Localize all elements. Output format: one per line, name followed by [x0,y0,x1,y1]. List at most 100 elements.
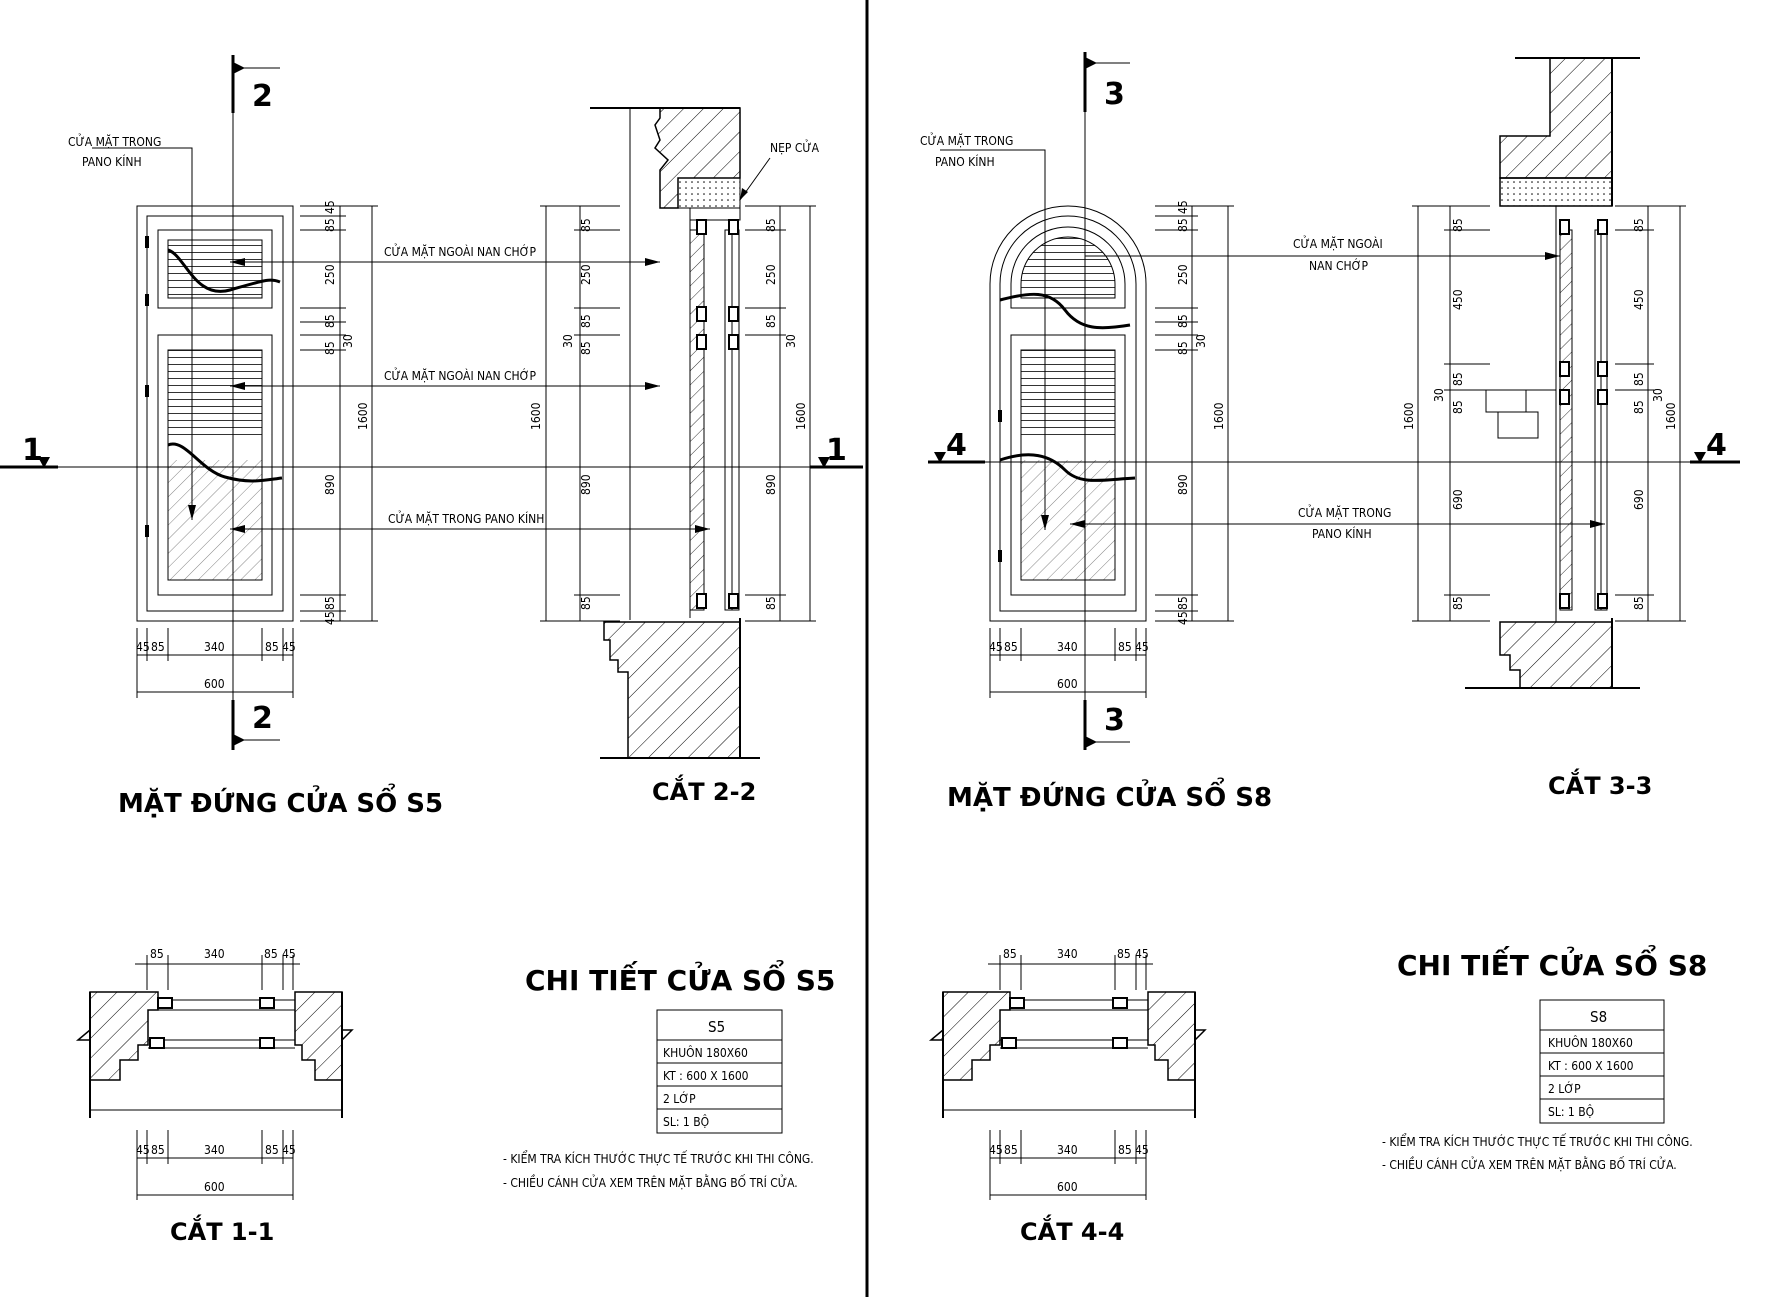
s8-s33-rdim-450: 450 [1632,289,1646,310]
s8-s44-bot-45a: 45 [989,1143,1003,1157]
s5-dim-85d: 85 [323,596,337,610]
s8-section-marker-right: 4 [1706,428,1727,463]
s5-s22-dim-85a: 85 [579,218,593,232]
s5-section-11: 85 340 85 45 45 85 340 85 45 600 CẮT 1-1 [75,947,354,1246]
s8-s33-dim-85c: 85 [1451,400,1465,414]
s8-s33-dim-85b: 85 [1451,372,1465,386]
s8-dim-h45b: 45 [1135,640,1149,654]
s5-detail-title: CHI TIẾT CỬA SỔ S5 [525,957,835,997]
s8-note-1: - KIỂM TRA KÍCH THƯỚC THỰC TẾ TRƯỚC KHI … [1382,1133,1693,1149]
s5-dim-85c: 85 [323,341,337,355]
s8-dim-h600: 600 [1057,677,1078,691]
s5-dim-85a: 85 [323,218,337,232]
s5-dim-890: 890 [323,474,337,495]
s5-label-inner-glass-1: CỬA MẶT TRONG [68,133,161,149]
s8-dim-h340: 340 [1057,640,1078,654]
s5-s22-dim-85c: 85 [579,341,593,355]
s8-elevation-title: MẶT ĐỨNG CỬA SỔ S8 [947,775,1272,813]
s5-s11-bot-600: 600 [204,1180,225,1194]
s8-section-44: 85 340 85 45 45 85 340 85 45 600 CẮT 4-4 [928,947,1207,1246]
s8-s44-top-340: 340 [1057,947,1078,961]
s5-s11-top-45: 45 [282,947,296,961]
s8-table-row-2: KT : 600 X 1600 [1548,1059,1634,1073]
s5-s22-rdim-250: 250 [764,264,778,285]
s5-s22-dim-1600: 1600 [529,402,543,430]
s8-dim-85c: 85 [1176,341,1190,355]
s5-s22-rdim-890: 890 [764,474,778,495]
s5-s11-bot-45b: 45 [282,1143,296,1157]
s8-s33-dim-450: 450 [1451,289,1465,310]
s8-s33-dim-1600: 1600 [1402,402,1416,430]
s8-s33-rdim-85a: 85 [1632,218,1646,232]
s5-dim-45b: 45 [323,611,337,625]
s8-s33-rdim-85d: 85 [1632,596,1646,610]
s5-s11-bot-85b: 85 [265,1143,279,1157]
s5-s22-rdim-85d: 85 [764,596,778,610]
s8-label-outer-louver-1: CỬA MẶT NGOÀI [1293,235,1383,251]
s5-dim-h45b: 45 [282,640,296,654]
s8-label-outer-louver-2: NAN CHỚP [1309,258,1368,273]
s5-s22-dim-85b: 85 [579,314,593,328]
s8-s33-rdim-30: 30 [1651,388,1665,402]
s5-label-outer-louver-1: CỬA MẶT NGOÀI NAN CHỚP [384,243,537,259]
s8-detail: CHI TIẾT CỬA SỔ S8 S8 KHUÔN 180X60 KT : … [1382,942,1707,1172]
s8-dim-85b: 85 [1176,314,1190,328]
s8-table-row-3: 2 LỚP [1548,1081,1581,1096]
s8-s44-top-85b: 85 [1117,947,1131,961]
s8-s33-dim-30: 30 [1432,388,1446,402]
s8-s44-bot-85b: 85 [1118,1143,1132,1157]
s8-s33-dim-85d: 85 [1451,596,1465,610]
s5-dim-h85b: 85 [265,640,279,654]
s8-section-33: 85 450 85 85 30 690 85 1600 85 450 85 85… [1402,57,1686,800]
s5-dim-h85a: 85 [151,640,165,654]
s5-section-22-title: CẮT 2-2 [652,773,756,806]
s5-dim-45a: 45 [323,200,337,214]
s5-dim-1600: 1600 [356,402,370,430]
s5-s11-top-85a: 85 [150,947,164,961]
s5-table-row-3: 2 LỚP [663,1091,696,1106]
s8-dim-45a: 45 [1176,200,1190,214]
s8-table-row-4: SL: 1 BỘ [1548,1104,1594,1119]
s5-s11-bot-340: 340 [204,1143,225,1157]
s5-s22-dim-85d: 85 [579,596,593,610]
s5-s22-dim-250: 250 [579,264,593,285]
s8-dim-h85a: 85 [1004,640,1018,654]
s5-label-trim: NẸP CỬA [770,139,820,155]
s8-dim-h85b: 85 [1118,640,1132,654]
s5-label-inner-glass-2: PANO KÍNH [82,154,142,169]
s5-s11-top-340: 340 [204,947,225,961]
s8-s33-rdim-690: 690 [1632,489,1646,510]
s8-dim-85a: 85 [1176,218,1190,232]
s8-dim-1600: 1600 [1212,402,1226,430]
s8-s44-top-85a: 85 [1003,947,1017,961]
s8-s33-rdim-85c: 85 [1632,400,1646,414]
s5-dim-85b: 85 [323,314,337,328]
s8-dim-h45a: 45 [989,640,1003,654]
s8-table-row-1: KHUÔN 180X60 [1548,1035,1633,1050]
s8-s44-bot-85a: 85 [1004,1143,1018,1157]
s5-note-1: - KIỂM TRA KÍCH THƯỚC THỰC TẾ TRƯỚC KHI … [503,1150,814,1166]
s5-elevation-title: MẶT ĐỨNG CỬA SỔ S5 [118,781,443,819]
s8-section-marker-bottom: 3 [1104,703,1125,738]
s5-table-row-2: KT : 600 X 1600 [663,1069,749,1083]
s8-label-inner-glass-mid-2: PANO KÍNH [1312,526,1372,541]
s5-s22-rdim-85b: 85 [764,314,778,328]
s8-s44-top-45: 45 [1135,947,1149,961]
s5-section-marker-right: 1 [826,433,847,468]
s8-s33-dim-690: 690 [1451,489,1465,510]
s8-section-44-title: CẮT 4-4 [1020,1213,1124,1246]
s8-dim-890: 890 [1176,474,1190,495]
s5-s22-rdim-30: 30 [784,334,798,348]
s5-table-row-1: KHUÔN 180X60 [663,1045,748,1060]
s8-section-marker-top: 3 [1104,77,1125,112]
s8-s44-bot-340: 340 [1057,1143,1078,1157]
s5-label-outer-louver-2: CỬA MẶT NGOÀI NAN CHỚP [384,367,537,383]
s5-dim-30: 30 [341,334,355,348]
s5-dim-h45a: 45 [136,640,150,654]
s5-table-row-4: SL: 1 BỘ [663,1114,709,1129]
s8-s33-rdim-1600: 1600 [1664,402,1678,430]
s8-dim-30: 30 [1194,334,1208,348]
s8-dim-45b: 45 [1176,611,1190,625]
s8-s44-bot-600: 600 [1057,1180,1078,1194]
s8-s33-rdim-85b: 85 [1632,372,1646,386]
